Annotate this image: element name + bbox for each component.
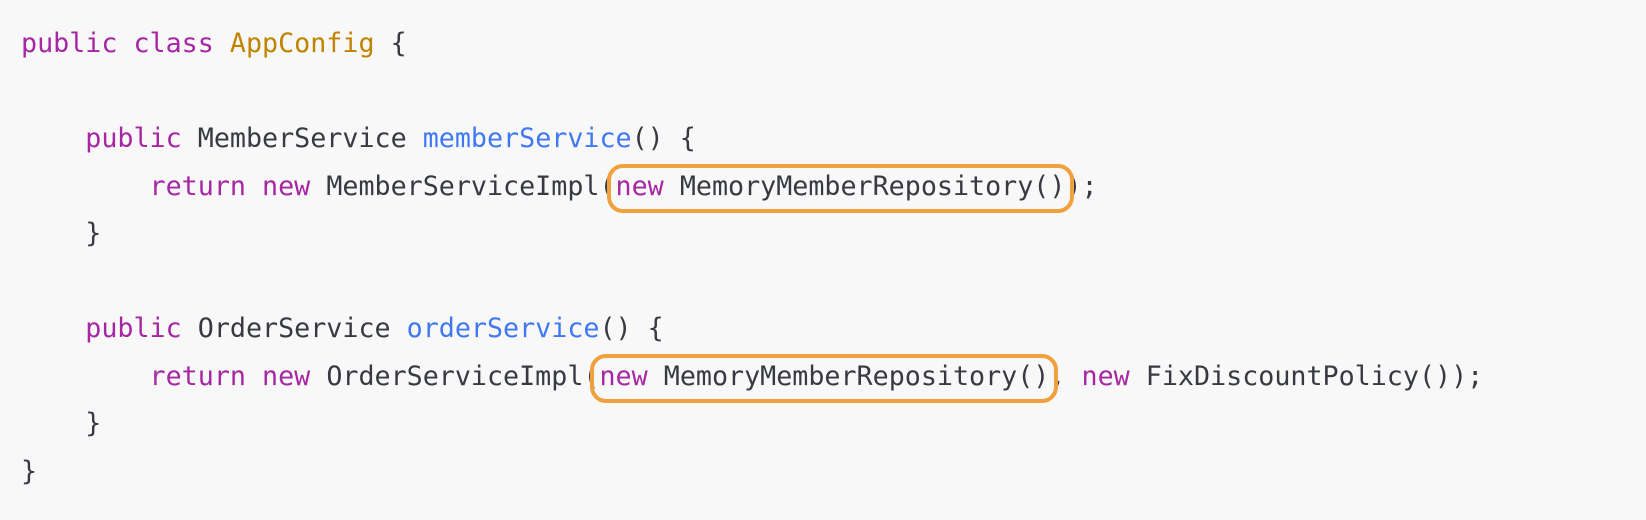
close-brace: } [21, 455, 38, 487]
repository-constructor: MemoryMemberRepository() [663, 360, 1050, 392]
keyword-new: new [262, 360, 311, 392]
statement-end: ); [1065, 170, 1098, 202]
code-line-5: } [21, 214, 1646, 262]
code-line-6 [21, 262, 1646, 310]
indent [21, 123, 85, 154]
indent [21, 218, 85, 249]
keyword-return: return [149, 360, 246, 392]
keyword-public: public [85, 313, 182, 344]
indent [21, 313, 85, 344]
indent [21, 361, 150, 392]
close-brace: } [85, 408, 102, 439]
return-type: OrderService [197, 313, 391, 344]
keyword-new: new [1081, 360, 1130, 392]
open-brace: { [390, 28, 407, 59]
method-name: memberService [422, 123, 632, 154]
keyword-public: public [21, 28, 118, 59]
comma: , [1049, 360, 1082, 392]
keyword-class: class [133, 28, 214, 59]
return-type: MemberService [197, 123, 407, 154]
class-name: AppConfig [229, 28, 375, 59]
code-line-7: public OrderService orderService() { [21, 309, 1646, 357]
code-line-10: } [21, 452, 1646, 500]
code-line-8: return new OrderServiceImpl(new MemoryMe… [21, 353, 1646, 405]
impl-constructor: MemberServiceImpl( [326, 170, 616, 202]
code-line-4: return new MemberServiceImpl(new MemoryM… [21, 163, 1646, 215]
keyword-new: new [615, 170, 664, 202]
keyword-public: public [85, 123, 182, 154]
indent [21, 408, 85, 439]
keyword-return: return [149, 170, 246, 202]
highlighted-expression: new MemoryMemberRepository() [590, 353, 1059, 403]
indent [21, 171, 150, 202]
policy-constructor: FixDiscountPolicy()); [1145, 360, 1484, 392]
code-line-3: public MemberService memberService() { [21, 119, 1646, 167]
code-line-9: } [21, 404, 1646, 452]
method-name: orderService [406, 313, 600, 344]
code-line-1: public class AppConfig { [21, 24, 1646, 72]
method-signature-rest: () { [599, 313, 664, 344]
repository-constructor: MemoryMemberRepository() [679, 170, 1066, 202]
close-brace: } [85, 218, 102, 249]
impl-constructor: OrderServiceImpl( [326, 360, 600, 392]
code-line-2 [21, 72, 1646, 120]
keyword-new: new [262, 170, 311, 202]
highlighted-expression: new MemoryMemberRepository() [606, 163, 1075, 213]
method-signature-rest: () { [631, 123, 696, 154]
keyword-new: new [599, 360, 648, 392]
